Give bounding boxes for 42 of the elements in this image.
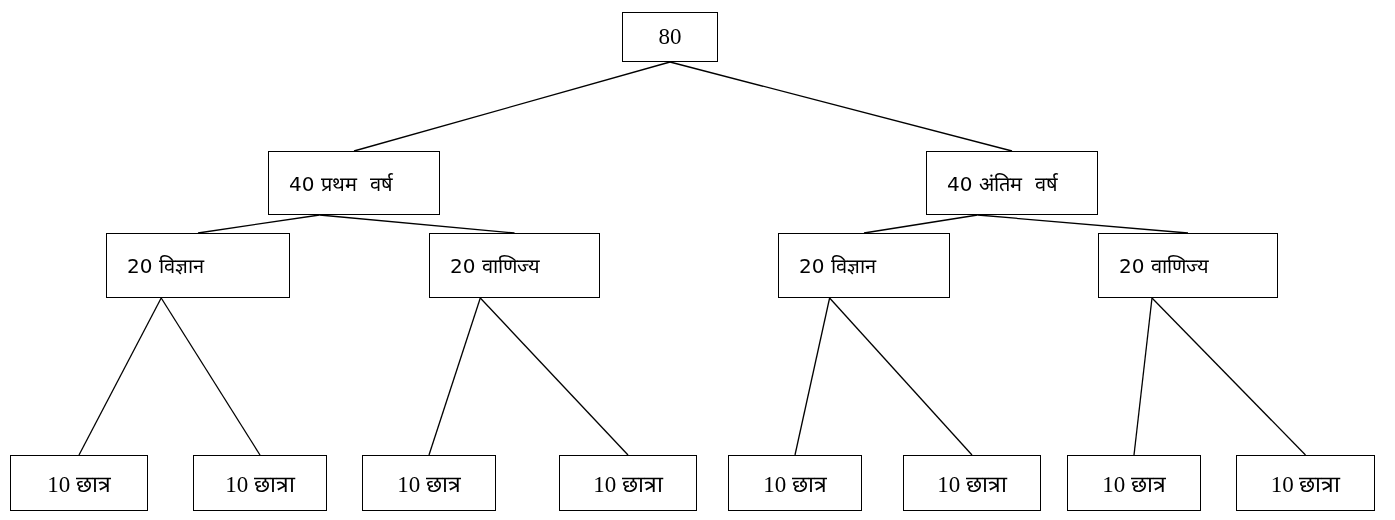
connector-line bbox=[428, 297, 481, 456]
tree-node-box bbox=[778, 233, 950, 298]
tree-node-box bbox=[268, 151, 440, 215]
connector-line bbox=[353, 61, 671, 152]
connector-line bbox=[669, 61, 1013, 152]
connector-line bbox=[863, 214, 979, 234]
node-label: 10 छात्र bbox=[763, 471, 827, 499]
tree-node-box bbox=[926, 151, 1098, 215]
node-label: 10 छात्रा bbox=[593, 471, 663, 499]
tree-node-box bbox=[193, 455, 327, 511]
tree-node-box bbox=[1098, 233, 1278, 298]
tree-node-box bbox=[362, 455, 496, 511]
tree-node-box bbox=[903, 455, 1041, 511]
node-label: 20 विज्ञान bbox=[127, 253, 204, 279]
node-label: 20 वाणिज्य bbox=[1119, 253, 1209, 279]
node-label: 40 अंतिम वर्ष bbox=[947, 170, 1058, 197]
tree-node-box bbox=[429, 233, 600, 298]
node-label: 40 प्रथम वर्ष bbox=[289, 170, 393, 197]
node-label: 80 bbox=[658, 24, 682, 50]
tree-node-box bbox=[10, 455, 148, 511]
node-label: 10 छात्र bbox=[1102, 471, 1166, 499]
tree-node-box bbox=[728, 455, 862, 511]
node-label: 10 छात्र bbox=[397, 471, 461, 499]
tree-node-box bbox=[1236, 455, 1375, 511]
connector-line bbox=[197, 214, 321, 234]
tree-node-box bbox=[559, 455, 697, 511]
connector-line bbox=[479, 297, 629, 456]
node-label: 20 वाणिज्य bbox=[450, 253, 540, 279]
connector-line bbox=[1133, 297, 1153, 456]
connector-line bbox=[1151, 297, 1307, 456]
node-label: 10 छात्र bbox=[47, 471, 111, 499]
tree-node-box bbox=[1067, 455, 1201, 511]
node-label: 10 छात्रा bbox=[225, 471, 295, 499]
connector-line bbox=[828, 297, 973, 456]
connector-line bbox=[78, 297, 162, 456]
tree-node-box bbox=[622, 12, 718, 62]
node-label: 20 विज्ञान bbox=[799, 253, 876, 279]
node-label: 10 छात्रा bbox=[937, 471, 1007, 499]
connector-line bbox=[794, 297, 831, 456]
node-label: 10 छात्रा bbox=[1270, 471, 1341, 499]
tree-node-box bbox=[106, 233, 290, 298]
connector-line bbox=[160, 297, 261, 456]
